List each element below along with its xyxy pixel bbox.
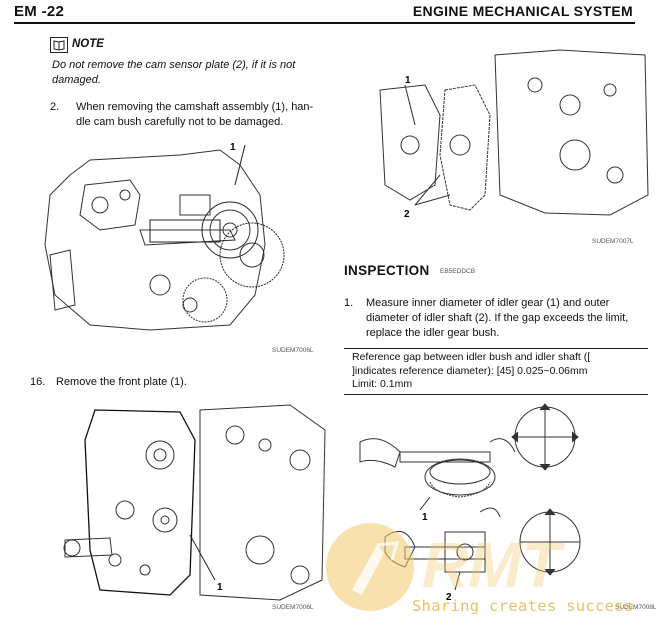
step-text-line2: dle cam bush carefully not to be damaged… (76, 116, 284, 128)
step-number: 2. (50, 101, 60, 113)
front-plate-figure: 1 (63, 404, 326, 601)
figure1-callout: 1 (230, 142, 236, 153)
cam-sensor-plate-figure: 1 2 (379, 49, 649, 220)
figure4-callout-2: 2 (446, 592, 452, 603)
note-title: NOTE (72, 38, 104, 50)
inspection-code: EB5EDDCB (440, 268, 476, 275)
spec-line2: ]indicates reference diameter): [45] 0.0… (352, 364, 588, 377)
watermark-slogan: Sharing creates success (412, 597, 634, 615)
camshaft-engine-figure: 1 (44, 142, 285, 331)
step-2: 2. When removing the camshaft assembly (… (50, 100, 340, 132)
page-number: EM -22 (14, 3, 65, 20)
step-text-line3: replace the idler gear bush. (366, 327, 500, 339)
step-number: 1. (344, 297, 354, 309)
svg-text:RMT: RMT (422, 529, 566, 601)
step-text: Remove the front plate (1). (56, 376, 187, 388)
figure3-code: SUDEM7007L (592, 238, 634, 245)
figure3-callout-2: 2 (404, 209, 410, 220)
watermark-logo: RMT (326, 523, 566, 611)
step-text-line1: When removing the camshaft assembly (1),… (76, 101, 314, 113)
spec-line3: Limit: 0.1mm (352, 378, 413, 390)
step-number: 16. (30, 376, 46, 388)
figure2-code: SUDEM7006L (272, 604, 314, 611)
step-text-line1: Measure inner diameter of idler gear (1)… (366, 297, 610, 309)
figure1-code: SUDEM7006L (272, 347, 314, 354)
section-title: ENGINE MECHANICAL SYSTEM (412, 3, 633, 19)
note-book-icon (50, 37, 68, 53)
header-rule (14, 22, 635, 24)
figure3-callout-1: 1 (405, 75, 411, 86)
note-text: Do not remove the cam sensor plate (2), … (52, 59, 296, 86)
spec-box: Reference gap between idler bush and idl… (344, 348, 648, 395)
figure4-code: SUDEM7008L (615, 604, 657, 611)
inspection-step-1: 1. Measure inner diameter of idler gear … (344, 296, 644, 342)
figure4-callout-1: 1 (422, 512, 428, 523)
step-text-line2: diameter of idler shaft (2). If the gap … (366, 312, 629, 324)
inspection-heading: INSPECTION (344, 263, 430, 278)
figure2-callout: 1 (217, 582, 223, 593)
step-16: 16. Remove the front plate (1). (30, 375, 330, 390)
spec-line1: Reference gap between idler bush and idl… (352, 351, 591, 363)
